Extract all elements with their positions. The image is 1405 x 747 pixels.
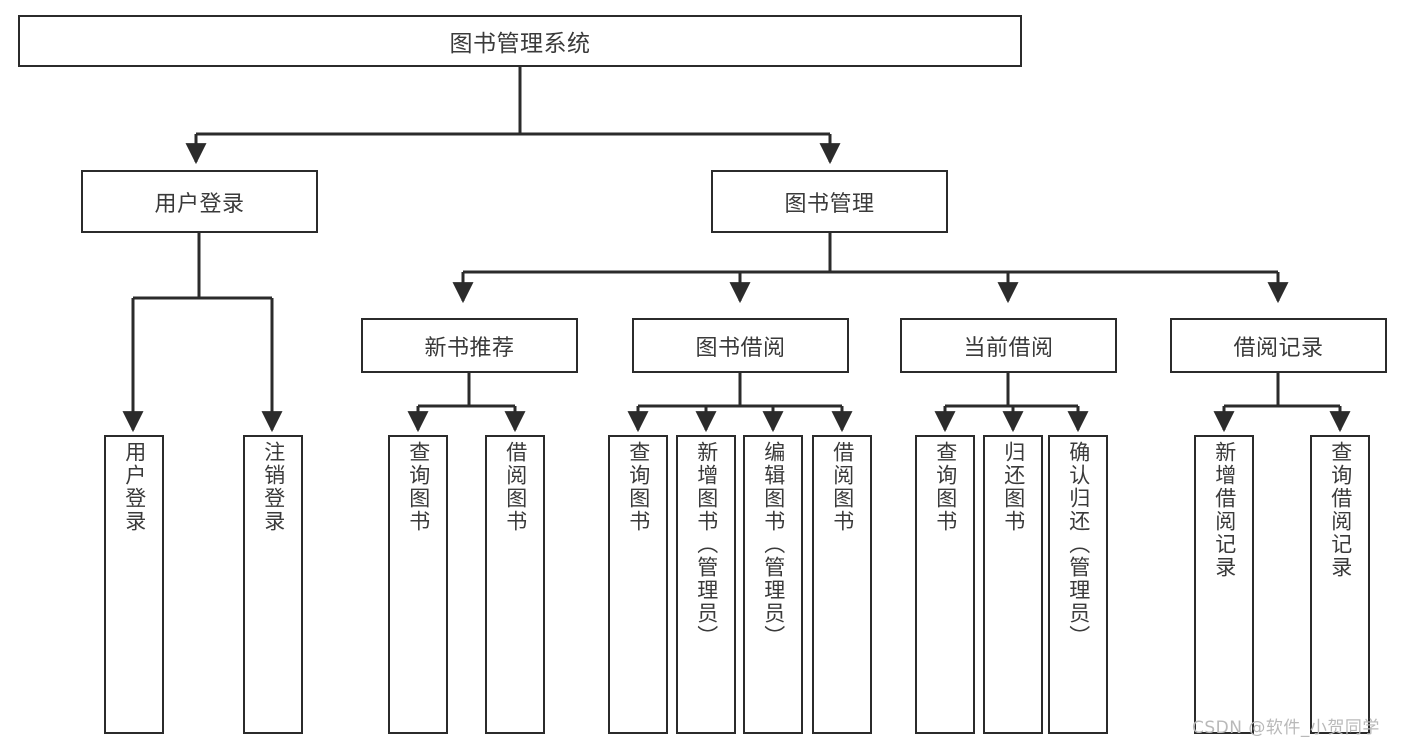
node-book-borrow[interactable]: 图书借阅	[632, 318, 849, 373]
leaf-query-record-label: 查询借阅记录	[1328, 441, 1353, 579]
leaf-query-book-1-label: 查询图书	[406, 441, 431, 533]
node-book-manage-label: 图书管理	[784, 191, 875, 217]
leaf-borrow-book-2-label: 借阅图书	[830, 441, 855, 533]
leaf-add-book[interactable]: 新增图书（管理员）	[676, 435, 736, 734]
leaf-add-book-label: 新增图书（管理员）	[694, 441, 719, 648]
leaf-user-login[interactable]: 用户登录	[104, 435, 164, 734]
leaf-query-record[interactable]: 查询借阅记录	[1310, 435, 1370, 734]
node-root[interactable]: 图书管理系统	[18, 15, 1022, 67]
node-root-label: 图书管理系统	[449, 31, 591, 57]
leaf-confirm-return-label: 确认归还（管理员）	[1066, 441, 1091, 648]
csdn-watermark: CSDN @软件_小贺同学	[1192, 718, 1380, 738]
leaf-confirm-return[interactable]: 确认归还（管理员）	[1048, 435, 1108, 734]
leaf-logout-label: 注销登录	[261, 441, 286, 533]
leaf-query-book-2[interactable]: 查询图书	[608, 435, 668, 734]
leaf-borrow-book-1-label: 借阅图书	[503, 441, 528, 533]
leaf-add-record-label: 新增借阅记录	[1212, 441, 1237, 579]
leaf-query-book-1[interactable]: 查询图书	[388, 435, 448, 734]
leaf-borrow-book-1[interactable]: 借阅图书	[485, 435, 545, 734]
leaf-borrow-book-2[interactable]: 借阅图书	[812, 435, 872, 734]
node-user-login-label: 用户登录	[154, 191, 245, 217]
node-borrow-record-label: 借阅记录	[1233, 335, 1324, 361]
node-current-borrow-label: 当前借阅	[963, 335, 1054, 361]
node-book-manage[interactable]: 图书管理	[711, 170, 948, 233]
leaf-edit-book[interactable]: 编辑图书（管理员）	[743, 435, 803, 734]
node-borrow-record[interactable]: 借阅记录	[1170, 318, 1387, 373]
leaf-logout[interactable]: 注销登录	[243, 435, 303, 734]
leaf-edit-book-label: 编辑图书（管理员）	[761, 441, 786, 648]
leaf-add-record[interactable]: 新增借阅记录	[1194, 435, 1254, 734]
leaf-user-login-label: 用户登录	[122, 441, 147, 533]
leaf-query-book-3[interactable]: 查询图书	[915, 435, 975, 734]
leaf-return-book[interactable]: 归还图书	[983, 435, 1043, 734]
node-current-borrow[interactable]: 当前借阅	[900, 318, 1117, 373]
node-book-borrow-label: 图书借阅	[695, 335, 786, 361]
leaf-query-book-3-label: 查询图书	[933, 441, 958, 533]
node-new-book-rec[interactable]: 新书推荐	[361, 318, 578, 373]
node-user-login[interactable]: 用户登录	[81, 170, 318, 233]
leaf-return-book-label: 归还图书	[1001, 441, 1026, 533]
leaf-query-book-2-label: 查询图书	[626, 441, 651, 533]
node-new-book-rec-label: 新书推荐	[424, 335, 515, 361]
